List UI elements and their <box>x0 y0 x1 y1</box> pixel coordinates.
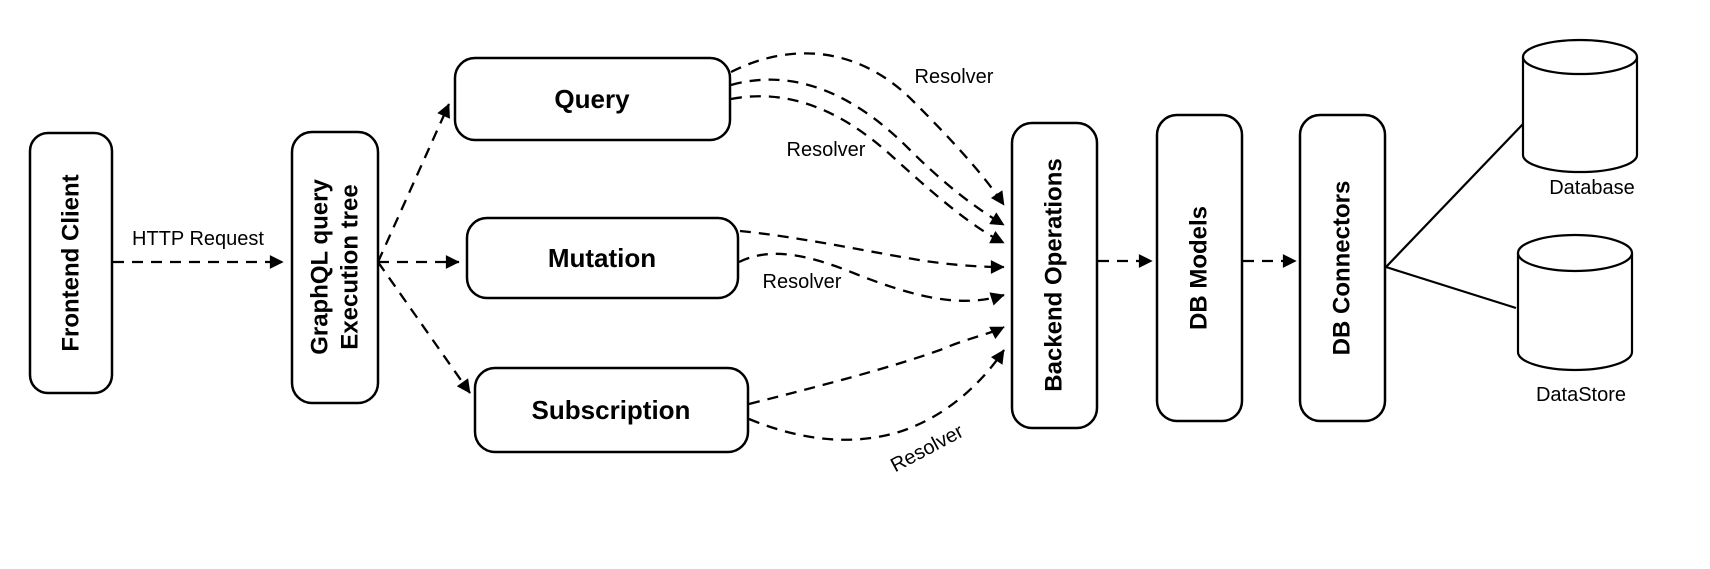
edge-query-resolver-top <box>730 52 1005 206</box>
db-models-box <box>1155 113 1244 423</box>
resolver-label-mutation: Resolver <box>763 271 842 293</box>
graphql-box <box>290 130 380 405</box>
backend-operations-box <box>1010 121 1099 430</box>
edge-mutation-resolver-1 <box>739 229 1005 274</box>
node-graphql-execution-tree: GraphQL query Execution tree <box>290 130 380 405</box>
node-mutation: Mutation <box>465 216 740 300</box>
node-frontend-client: Frontend Client <box>28 131 114 395</box>
database-cylinder-top <box>1521 38 1639 76</box>
frontend-client-label: Frontend Client <box>58 174 85 351</box>
graphql-label-line2: Execution tree <box>337 184 364 349</box>
edge-connectors-to-database <box>1385 123 1524 268</box>
graphql-label-line1: GraphQL query <box>307 179 334 355</box>
edge-subscription-resolver-2 <box>748 349 1005 441</box>
resolver-label-query-mid: Resolver <box>787 139 866 161</box>
frontend-client-box <box>28 131 114 395</box>
backend-operations-label: Backend Operations <box>1041 158 1068 391</box>
datastore-cylinder-icon: DataStore <box>1516 233 1634 406</box>
datastore-cylinder-top <box>1516 233 1634 273</box>
resolver-label-subscription: Resolver <box>887 420 967 477</box>
db-connectors-label: DB Connectors <box>1329 181 1356 356</box>
node-subscription: Subscription <box>473 366 750 454</box>
edge-mutation-resolver-2 <box>738 252 1005 306</box>
node-query: Query <box>453 56 732 142</box>
mutation-label: Mutation <box>548 243 656 273</box>
db-models-label: DB Models <box>1186 206 1213 330</box>
node-db-models: DB Models <box>1155 113 1244 423</box>
db-connectors-box <box>1298 113 1387 423</box>
datastore-cylinder-body <box>1516 253 1634 372</box>
edge-query-resolver-mid2 <box>730 95 1005 245</box>
node-backend-operations: Backend Operations <box>1010 121 1099 430</box>
subscription-box <box>473 366 750 454</box>
edge-query-resolver-mid1 <box>730 78 1005 226</box>
http-request-label: HTTP Request <box>132 228 264 250</box>
edge-graphql-to-query <box>376 103 451 263</box>
query-box <box>453 56 732 142</box>
node-db-connectors: DB Connectors <box>1298 113 1387 423</box>
query-label: Query <box>554 84 630 114</box>
database-label: Database <box>1549 177 1635 199</box>
edge-connectors-to-datastore <box>1385 265 1517 310</box>
resolver-label-query-top: Resolver <box>915 66 994 88</box>
edge-subscription-resolver-1 <box>748 325 1005 406</box>
database-cylinder-icon: Database <box>1521 38 1639 199</box>
database-cylinder-body <box>1521 57 1639 174</box>
datastore-label: DataStore <box>1536 384 1626 406</box>
mutation-box <box>465 216 740 300</box>
edge-graphql-to-subscription <box>377 261 471 394</box>
subscription-label: Subscription <box>532 395 691 425</box>
